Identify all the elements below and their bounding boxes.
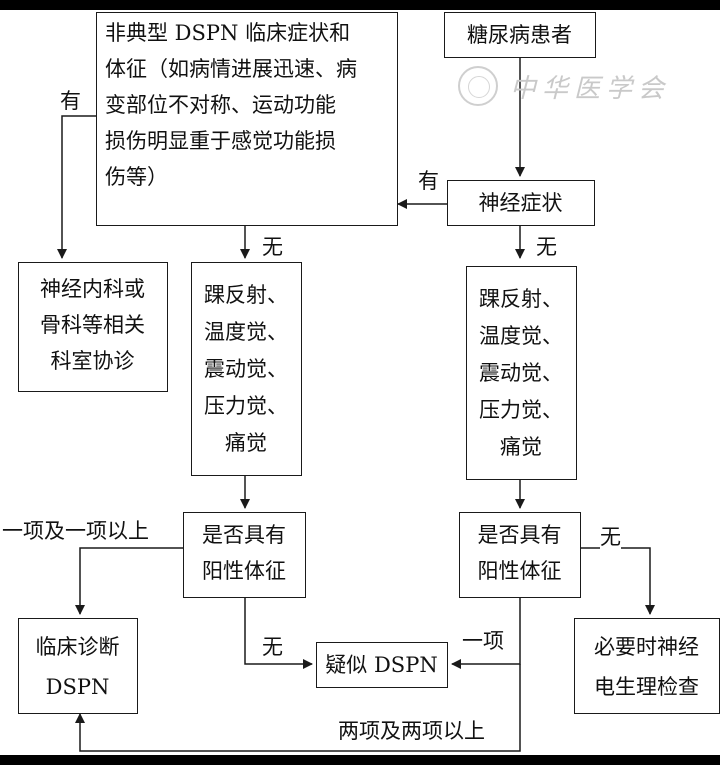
node-diabetic-patient-text: 糖尿病患者 xyxy=(467,23,572,47)
label-yes-left: 有 xyxy=(60,88,81,114)
node-positive-right: 是否具有 阳性体征 xyxy=(459,512,581,598)
label-no-positive-right: 无 xyxy=(600,524,621,550)
label-one-item: 一项 xyxy=(462,628,504,654)
node-positive-left-text: 是否具有 阳性体征 xyxy=(202,523,286,583)
label-two-or-more: 两项及两项以上 xyxy=(338,718,485,744)
edge-positive-left-to-suspected xyxy=(244,598,313,669)
seal-icon xyxy=(458,66,498,106)
edge-positive-left-to-clinical xyxy=(75,547,183,615)
edge-positive-right-to-electro xyxy=(581,547,655,615)
node-electro-text: 必要时神经 电生理检查 xyxy=(594,635,699,699)
node-positive-left: 是否具有 阳性体征 xyxy=(183,512,306,598)
node-tests-right-text: 踝反射、 温度觉、 震动觉、 压力觉、 痛觉 xyxy=(479,287,563,459)
node-neuro-symptoms-text: 神经症状 xyxy=(478,191,563,215)
node-atypical-text: 非典型 DSPN 临床症状和 体征（如病情进展迅速、病 变部位不对称、运动功能 … xyxy=(105,21,357,189)
label-one-or-more: 一项及一项以上 xyxy=(2,519,149,543)
node-suspected-text: 疑似 DSPN xyxy=(325,653,438,677)
node-tests-left: 踝反射、 温度觉、 震动觉、 压力觉、 痛觉 xyxy=(191,262,302,476)
node-consult: 神经内科或 骨科等相关 科室协诊 xyxy=(18,262,168,392)
node-consult-text: 神经内科或 骨科等相关 科室协诊 xyxy=(40,277,145,373)
watermark-text: 中华医学会 xyxy=(510,74,671,104)
node-atypical: 非典型 DSPN 临床症状和 体征（如病情进展迅速、病 变部位不对称、运动功能 … xyxy=(96,12,398,226)
node-suspected: 疑似 DSPN xyxy=(316,642,448,688)
node-neuro-symptoms: 神经症状 xyxy=(447,180,595,226)
node-clinical-dx-text: 临床诊断 DSPN xyxy=(35,635,120,699)
node-tests-right: 踝反射、 温度觉、 震动觉、 压力觉、 痛觉 xyxy=(466,266,577,480)
node-clinical-dx: 临床诊断 DSPN xyxy=(18,618,138,714)
label-no-positive-left: 无 xyxy=(262,634,283,660)
node-diabetic-patient: 糖尿病患者 xyxy=(444,12,596,58)
label-no-left: 无 xyxy=(262,234,283,260)
label-no-right: 无 xyxy=(536,234,557,260)
edge-positive-right-to-clinical xyxy=(75,664,521,752)
node-positive-right-text: 是否具有 阳性体征 xyxy=(477,523,562,583)
watermark-logo: 中华医学会 xyxy=(458,64,678,110)
label-yes-mid: 有 xyxy=(418,168,439,194)
node-tests-left-text: 踝反射、 温度觉、 震动觉、 压力觉、 痛觉 xyxy=(204,283,288,455)
node-electro: 必要时神经 电生理检查 xyxy=(574,618,720,714)
edge-atypical-to-consult xyxy=(57,115,96,259)
